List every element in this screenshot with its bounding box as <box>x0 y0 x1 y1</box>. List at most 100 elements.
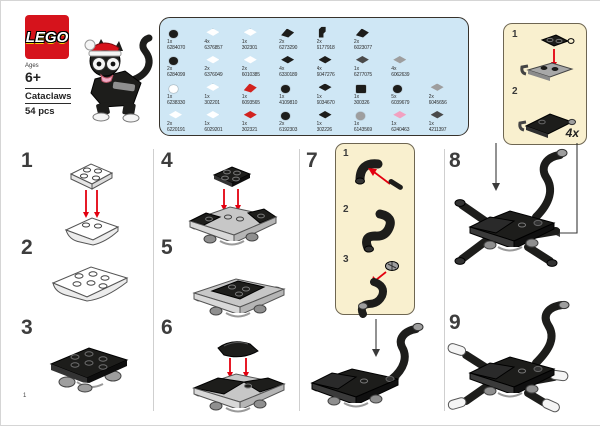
step-6-number: 6 <box>161 316 173 339</box>
tail-assembly-callout: 1 2 3 <box>335 143 415 318</box>
part-item: 1x 6240463 <box>391 106 428 133</box>
step-2-diagram <box>51 266 129 302</box>
brick-part-icon <box>243 28 257 36</box>
part-item: 2x 6010385 <box>242 51 279 78</box>
tail-substep-3-diagram <box>357 261 399 318</box>
part-quantity: 4x <box>279 66 285 72</box>
step-3-diagram <box>49 347 129 393</box>
part-item: 2x 6284099 <box>167 51 204 78</box>
substep-number: 2 <box>512 86 518 97</box>
brick-part-icon <box>393 84 403 93</box>
part-item: 5x 6039679 <box>391 78 428 106</box>
part-quantity: 2x <box>353 38 360 45</box>
part-quantity: 1x <box>167 38 173 45</box>
step-8-number: 8 <box>449 149 461 172</box>
step-5-number: 5 <box>161 236 173 259</box>
part-number: 6330189 <box>279 72 298 78</box>
brick-part-icon <box>281 112 291 120</box>
part-quantity: 1x <box>391 121 397 127</box>
part-item: 1x 6277075 <box>353 51 391 78</box>
brick-part-icon <box>318 26 326 38</box>
parts-grid: 1x 6284070 4x 6376857 1x 302301 2x 62732… <box>167 23 466 133</box>
step-1-diagram <box>64 163 120 246</box>
part-number: 302301 <box>241 44 258 51</box>
lego-logo-text: LEGO <box>25 28 69 46</box>
brick-part-icon <box>206 83 220 91</box>
substep-number: 3 <box>343 254 349 265</box>
column-divider <box>153 149 154 411</box>
part-number: 302201 <box>204 99 220 106</box>
part-quantity: 1x <box>204 121 210 127</box>
step-7-number: 7 <box>306 149 318 172</box>
part-number: 302226 <box>316 127 333 133</box>
step-4-number: 4 <box>161 149 173 172</box>
brick-part-icon <box>206 111 220 119</box>
part-item <box>429 23 466 51</box>
age-value: 6+ <box>25 69 41 85</box>
leg-multiplier-label: 4x <box>565 126 579 140</box>
part-item: 2x 6023077 <box>354 23 391 51</box>
part-item: 1x 6238330 <box>167 78 204 106</box>
substep-number: 2 <box>343 204 349 215</box>
part-number: 6376049 <box>204 72 223 78</box>
brick-part-icon <box>206 28 220 36</box>
part-quantity: 1x <box>204 93 210 100</box>
parts-inventory-box: 1x 6284070 4x 6376857 1x 302301 2x 62732… <box>159 17 469 136</box>
part-item: 2x 6045656 <box>429 78 466 106</box>
brick-part-icon <box>318 83 332 91</box>
part-item: 1x 302226 <box>316 106 354 133</box>
brick-part-icon <box>206 56 220 64</box>
part-item: 2x 6177918 <box>317 23 354 51</box>
brick-part-icon <box>169 29 178 38</box>
part-item: 2x 6192303 <box>279 106 316 133</box>
part-number: 6023077 <box>353 44 372 51</box>
part-number: 6062639 <box>391 72 410 78</box>
brick-part-icon <box>431 41 444 50</box>
part-item: 1x 4211397 <box>428 106 466 133</box>
part-quantity: 4x <box>391 66 397 72</box>
brick-part-icon <box>281 56 295 64</box>
brick-part-icon <box>318 111 332 119</box>
brick-part-icon <box>169 111 182 119</box>
brick-part-icon <box>393 56 407 64</box>
tail-substep-1-diagram <box>355 159 403 190</box>
part-quantity: 1x <box>279 93 285 100</box>
part-item: 1x 6034670 <box>317 78 354 106</box>
part-quantity: 2x <box>167 121 173 127</box>
part-number: 6143569 <box>353 127 372 133</box>
part-quantity: 2x <box>167 66 173 72</box>
part-item: 1x 300326 <box>354 78 391 106</box>
column-divider <box>444 149 445 411</box>
part-quantity: 1x <box>241 93 248 100</box>
part-number: 6273290 <box>279 44 298 51</box>
brick-part-icon <box>355 84 366 93</box>
part-item: 4x 6062639 <box>391 51 428 78</box>
leg-substep-1-diagram <box>520 34 575 81</box>
part-quantity: 4x <box>316 66 322 72</box>
part-number: 6238330 <box>167 99 186 106</box>
part-item: 1x 4109810 <box>279 78 316 106</box>
brick-part-icon <box>355 56 369 64</box>
step-1-number: 1 <box>21 149 33 172</box>
part-quantity: 2x <box>279 121 285 127</box>
brick-part-icon <box>281 28 295 38</box>
part-quantity: 1x <box>316 121 322 127</box>
part-number: 6277075 <box>353 72 372 78</box>
cat-model-image <box>84 34 153 123</box>
part-quantity: 4x <box>204 38 210 45</box>
part-item: 2x 6273290 <box>279 23 316 51</box>
step-3-number: 3 <box>21 316 33 339</box>
part-item: 1x 6143569 <box>353 106 391 133</box>
part-item: 2x 6376049 <box>204 51 241 78</box>
part-quantity: 1x <box>241 121 248 127</box>
step-2-number: 2 <box>21 236 33 259</box>
part-number: 6284070 <box>167 44 186 51</box>
part-number: 6220191 <box>167 127 186 133</box>
part-item: 1x 302321 <box>241 106 279 133</box>
part-number: 302321 <box>241 127 258 133</box>
step-9-number: 9 <box>449 311 461 334</box>
tail-substep-2-diagram <box>362 209 395 253</box>
part-number: 4211397 <box>428 127 447 133</box>
brick-part-icon <box>318 56 332 64</box>
